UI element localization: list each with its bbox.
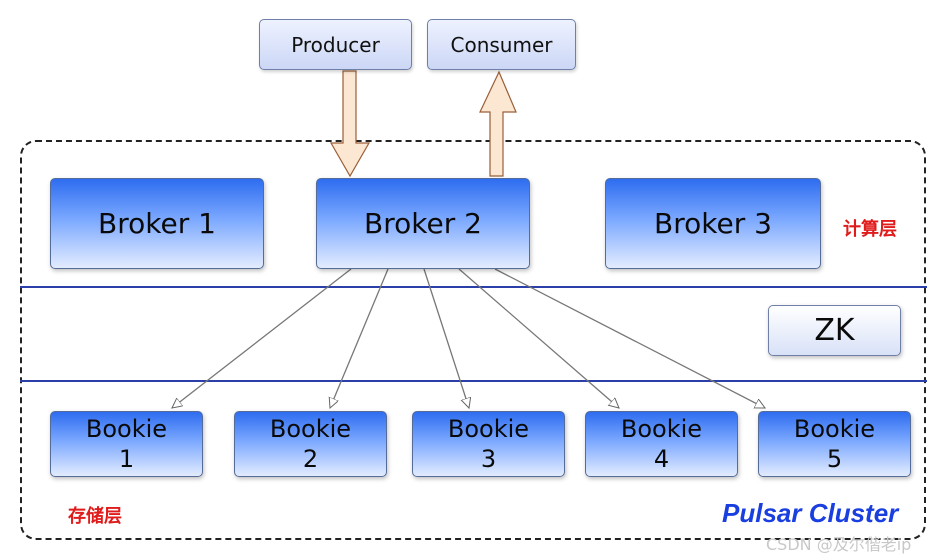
broker-to-consumer-arrow	[479, 70, 517, 177]
bookie-3-label: Bookie	[447, 415, 530, 443]
producer-label: Producer	[291, 32, 380, 57]
broker-to-bookie-1-arrow	[172, 268, 352, 408]
producer-node: Producer	[259, 19, 412, 70]
bookie-2-number: 2	[302, 445, 319, 473]
csdn-watermark: CSDN @及尔偕老ip	[766, 535, 912, 554]
zk-node: ZK	[768, 305, 901, 356]
consumer-node: Consumer	[427, 19, 576, 70]
broker-3-label: Broker 3	[654, 207, 772, 240]
zk-label: ZK	[814, 313, 855, 348]
bookie-4-number: 4	[653, 445, 670, 473]
layer-divider-top	[20, 286, 927, 288]
pulsar-cluster-title: Pulsar Cluster	[722, 498, 899, 528]
broker-2-label: Broker 2	[364, 207, 482, 240]
broker-to-bookie-5-arrow	[494, 268, 765, 409]
broker-2-node: Broker 2	[316, 178, 530, 269]
broker-to-bookie-2-arrow	[330, 268, 389, 408]
bookie-5-label: Bookie	[793, 415, 876, 443]
bookie-2-label: Bookie	[269, 415, 352, 443]
bookie-5-number: 5	[826, 445, 843, 473]
layer-divider-bottom	[20, 380, 927, 382]
bookie-1-number: 1	[118, 445, 135, 473]
broker-to-bookie-3-arrow	[423, 268, 469, 408]
bookie-1-label: Bookie	[85, 415, 168, 443]
producer-to-broker-arrow	[329, 70, 371, 178]
broker-3-node: Broker 3	[605, 178, 821, 269]
broker-to-bookie-4-arrow	[458, 268, 619, 408]
pulsar-cluster-boundary	[20, 140, 926, 540]
broker-1-node: Broker 1	[50, 178, 264, 269]
broker-1-label: Broker 1	[98, 207, 216, 240]
bookie-3-number: 3	[480, 445, 497, 473]
consumer-label: Consumer	[450, 32, 553, 57]
compute-layer-label: 计算层	[843, 219, 897, 240]
storage-layer-label: 存储层	[68, 506, 122, 527]
bookie-4-label: Bookie	[620, 415, 703, 443]
